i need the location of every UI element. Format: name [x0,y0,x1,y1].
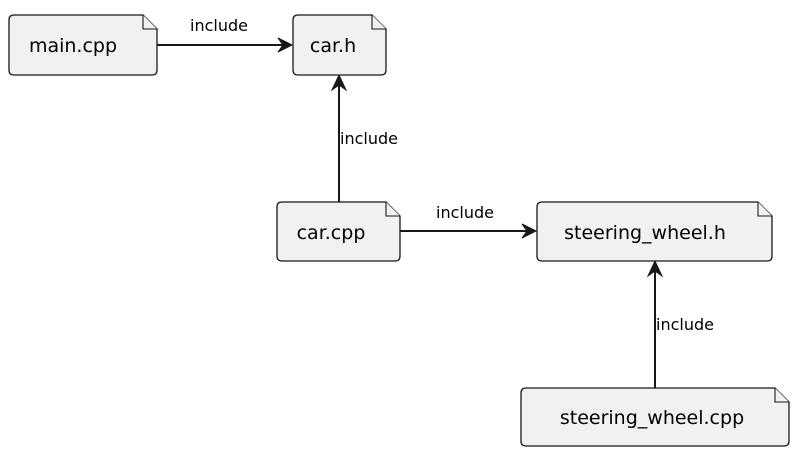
edge-main-to-car-h: include [157,16,294,53]
node-label: steering_wheel.h [564,222,726,244]
node-label: main.cpp [29,35,117,57]
page-fold-icon [774,388,789,403]
arrow-head-icon [277,37,294,53]
edge-label: include [436,203,494,222]
page-fold-icon [142,15,157,30]
arrow-head-icon [330,73,348,92]
arrow-head-icon [521,223,538,239]
page-fold-icon [385,202,400,217]
node-steering-wheel-h[interactable]: steering_wheel.h [536,201,773,262]
edge-steering-wheel-cpp-to-steering-wheel-h: include [646,259,714,388]
node-label: car.h [310,35,356,57]
page-fold-icon [757,202,772,217]
node-label: steering_wheel.cpp [560,407,744,429]
node-main-cpp[interactable]: main.cpp [8,14,158,76]
page-fold-icon [371,15,386,30]
edge-label: include [340,129,398,148]
edge-label: include [656,315,714,334]
node-car-h[interactable]: car.h [292,14,387,76]
node-car-cpp[interactable]: car.cpp [276,201,401,262]
arrow-head-icon [646,259,664,278]
node-steering-wheel-cpp[interactable]: steering_wheel.cpp [520,387,790,447]
node-label: car.cpp [297,222,366,244]
edge-car-cpp-to-car-h: include [330,73,398,202]
edge-car-cpp-to-steering-wheel-h: include [400,203,538,239]
edge-label: include [190,16,248,35]
